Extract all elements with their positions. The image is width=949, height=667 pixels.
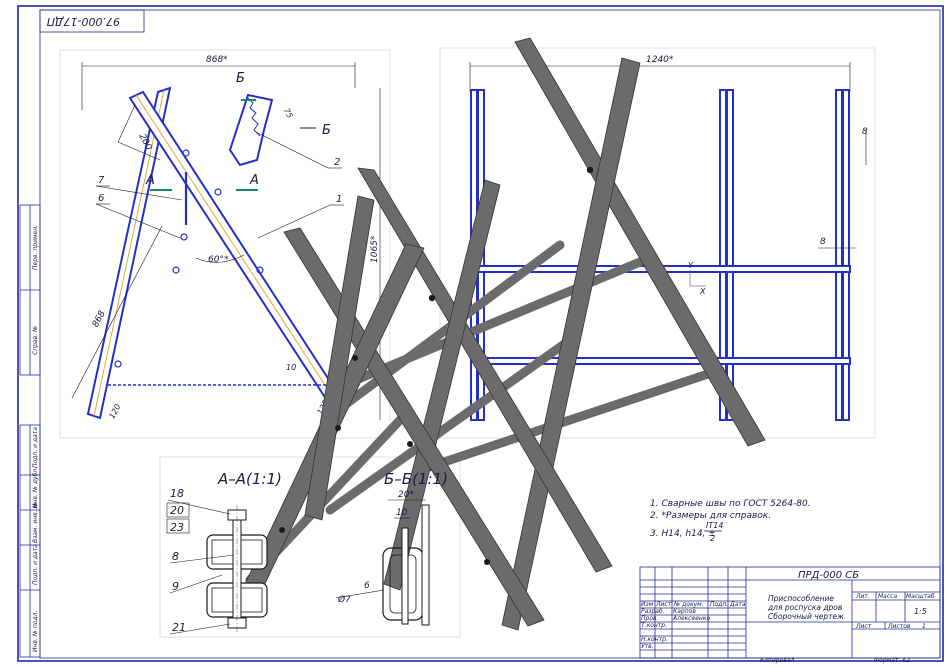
name-1: Алексеенко: [672, 615, 710, 622]
section-a-title: А–А(1:1): [217, 470, 282, 488]
section-mark-a-left: А: [145, 173, 155, 188]
dim-b3: 6: [364, 581, 370, 591]
section-a-a: А–А(1:1) 18 20 23 8 9 21: [166, 470, 282, 635]
dim-base: 120: [107, 403, 122, 421]
steel-3d-model: [244, 37, 766, 631]
scale-label: Масштаб: [906, 593, 935, 600]
callout-21: 21: [172, 621, 186, 634]
axis-x: X: [699, 287, 706, 296]
section-mark-a-right: А: [249, 173, 259, 188]
role-2: Т.контр.: [641, 622, 667, 629]
side-label-4: Взам. инв. №: [32, 502, 39, 543]
role-1: Пров.: [641, 615, 659, 622]
callout-9: 9: [172, 580, 179, 593]
dim-side: 868: [91, 309, 108, 329]
dim-side-s2: 8: [820, 237, 826, 247]
callout-23: 23: [170, 521, 184, 534]
format-value: А2: [901, 657, 910, 664]
sheets-value: 1: [922, 623, 926, 630]
front-view: 868* Б Б А А 200 75 6: [71, 55, 381, 421]
designation: ПРД-000 СБ: [798, 570, 859, 581]
technical-notes: 1. Сварные швы по ГОСТ 5264-80. 2. *Разм…: [650, 499, 811, 543]
side-label-6: Инв. № подл.: [32, 611, 39, 652]
dim-height: 1065*: [370, 235, 380, 263]
row-label-2: № докум.: [673, 601, 704, 608]
side-label-2: Подп. и дата: [32, 427, 39, 468]
format-label: Формат: [874, 657, 899, 664]
note-3: 3. H14, h14, ±: [650, 529, 716, 539]
top-stamp: 97.000-17ДП: [39, 9, 145, 33]
sheets-label: Листов: [887, 623, 911, 630]
row-label-3: Подп.: [710, 601, 728, 608]
row-label-1: Лист: [655, 601, 672, 608]
callout-2: 2: [334, 157, 340, 168]
callout-7: 7: [98, 175, 105, 186]
role-0: Разраб.: [641, 608, 665, 615]
axis-y: Y: [688, 261, 694, 270]
outer-frame: [17, 5, 944, 662]
front-view-frame: [59, 49, 391, 439]
section-mark-b-top: Б: [236, 71, 245, 86]
callout-8: 8: [172, 550, 179, 563]
sheet-label: Лист: [855, 623, 872, 630]
title-block: ПРД-000 СБ Приспособление для роспуска д…: [639, 566, 941, 664]
section-b-b: Б–Б(1:1) 20* 10 6 Ø7: [335, 470, 448, 626]
title-line-2: Сборочный чертеж: [768, 612, 844, 621]
note-3-den: 2: [710, 534, 715, 543]
copied-label: Копировал: [760, 657, 794, 664]
callout-1: 1: [336, 194, 342, 205]
dim-side-s1: 8: [862, 127, 868, 137]
dim-top: 75: [282, 107, 295, 120]
name-0: Карпов: [673, 608, 696, 615]
mass-label: Масса: [878, 593, 897, 600]
row-label-0: Изм: [641, 601, 654, 608]
dim-b1: 20*: [398, 490, 414, 500]
role-4: Утв.: [641, 643, 654, 650]
dim-angle: 60°*: [208, 255, 229, 265]
title-line-1: для роспуска дров: [767, 603, 842, 612]
side-label-3: Инв. № дубл.: [32, 467, 39, 508]
title-line-0: Приспособление: [768, 594, 834, 603]
dim-width: 868*: [206, 55, 228, 65]
section-b-title: Б–Б(1:1): [384, 470, 448, 488]
lit-label: Лит.: [855, 593, 870, 600]
scale-value: 1:5: [914, 607, 927, 616]
side-label-1: Справ. №: [32, 326, 39, 355]
callout-6: 6: [98, 193, 104, 204]
stamp-code: 97.000-17ДП: [47, 15, 120, 28]
note-1: 1. Сварные швы по ГОСТ 5264-80.: [650, 499, 811, 509]
role-3: Н.контр.: [641, 636, 668, 643]
row-label-4: Дата: [729, 601, 746, 608]
dim-side-width: 1240*: [646, 55, 674, 65]
side-label-5: Подп. и дата: [32, 544, 39, 585]
section-mark-b-right: Б: [322, 123, 331, 138]
dim-b2: 10: [396, 508, 408, 518]
side-label-0: Перв. примен.: [32, 225, 39, 270]
dim-b4: Ø7: [337, 594, 351, 605]
note-2: 2. *Размеры для справок.: [650, 511, 771, 521]
side-stamp: Перв. примен. Справ. № Подп. и дата Инв.…: [19, 204, 41, 658]
dim-small: 10: [286, 363, 296, 372]
side-view-frame: [439, 47, 876, 439]
notched-beam: [228, 93, 274, 167]
callout-18: 18: [170, 487, 184, 500]
callout-20: 20: [170, 504, 184, 517]
note-3-num: IT14: [706, 521, 723, 530]
